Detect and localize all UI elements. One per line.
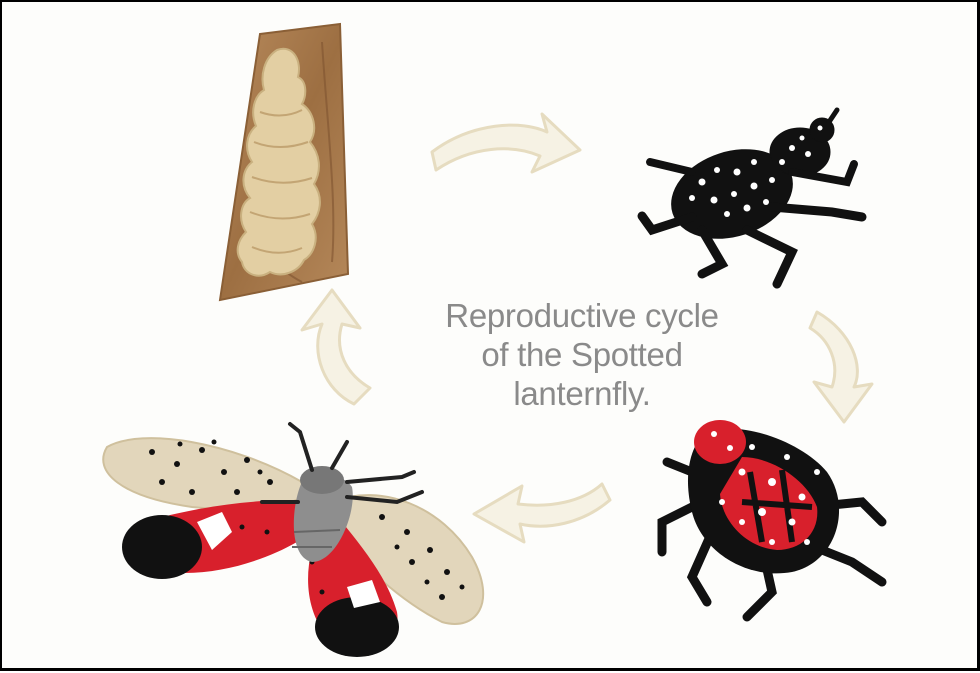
arrow-right-icon xyxy=(432,114,580,172)
diagram-caption: Reproductive cycle of the Spotted lanter… xyxy=(382,296,782,413)
early-nymph-stage xyxy=(642,110,862,284)
arrow-left-icon xyxy=(474,484,610,542)
adult-stage xyxy=(103,424,483,657)
caption-line-3: lanternfly. xyxy=(382,374,782,413)
egg-mass-stage xyxy=(220,24,348,300)
red-nymph-icon xyxy=(662,420,882,617)
arrow-up-icon xyxy=(302,290,370,404)
adult-lanternfly-icon xyxy=(103,424,483,657)
late-nymph-stage xyxy=(662,420,882,617)
arrow-down-icon xyxy=(810,312,872,422)
caption-line-2: of the Spotted xyxy=(382,335,782,374)
black-nymph-icon xyxy=(642,110,862,284)
caption-line-1: Reproductive cycle xyxy=(382,296,782,335)
